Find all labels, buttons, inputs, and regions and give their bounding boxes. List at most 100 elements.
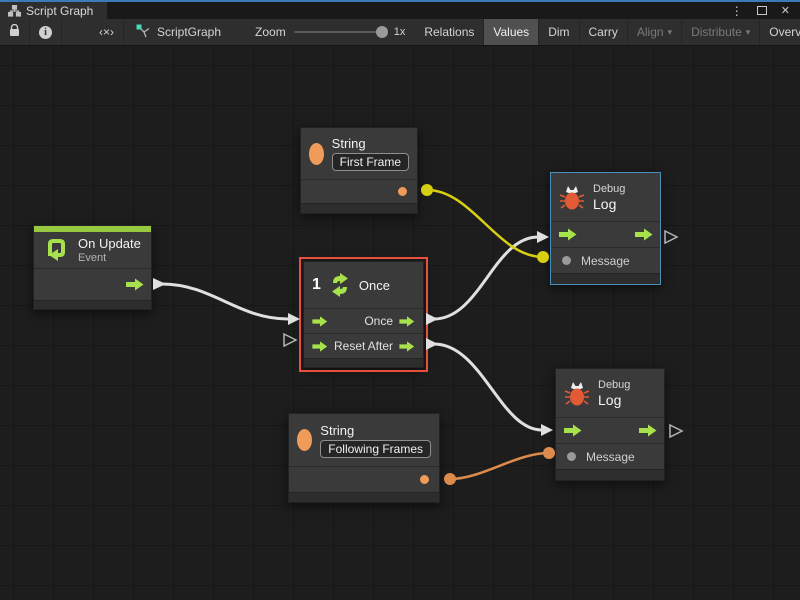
zoom-value: 1x xyxy=(394,26,406,38)
code-preview-button[interactable]: ‹×› xyxy=(90,19,124,45)
node-debug-log-bottom[interactable]: Debug Log Message xyxy=(555,368,665,481)
zoom-slider[interactable] xyxy=(294,31,386,33)
graph-name-label: ScriptGraph xyxy=(157,25,221,39)
distribute-button[interactable]: Distribute▾ xyxy=(682,19,760,45)
dim-button[interactable]: Dim xyxy=(539,19,579,45)
flow-output-port[interactable] xyxy=(126,278,144,291)
carry-button[interactable]: Carry xyxy=(580,19,628,45)
wire-once-to-debuglog-bottom[interactable] xyxy=(426,338,553,436)
node-footer xyxy=(556,469,664,480)
inspect-button[interactable]: i xyxy=(30,19,62,45)
relations-button[interactable]: Relations xyxy=(415,19,484,45)
flow-input-port[interactable] xyxy=(312,316,328,327)
overview-button[interactable]: Overview xyxy=(760,19,800,45)
node-footer xyxy=(304,358,423,367)
string-value-icon xyxy=(297,429,312,451)
values-button[interactable]: Values xyxy=(484,19,539,45)
wire-onupdate-to-once[interactable] xyxy=(153,278,300,325)
value-output-port[interactable] xyxy=(398,187,407,196)
port-row: Once xyxy=(304,308,423,333)
window-menu-icon[interactable]: ⋮ xyxy=(731,4,743,18)
zoom-control: Zoom 1x xyxy=(233,19,415,45)
once-cycle-icon xyxy=(329,273,351,297)
node-footer xyxy=(301,203,417,213)
string-value-icon xyxy=(309,143,324,165)
node-footer xyxy=(551,273,660,284)
once-count: 1 xyxy=(312,276,321,294)
message-input-port[interactable] xyxy=(567,452,576,461)
tab-bar: Script Graph ⋮ ✕ xyxy=(0,2,800,19)
graph-canvas[interactable]: On Update Event String First Frame xyxy=(0,46,800,600)
node-category: Debug xyxy=(598,379,630,391)
code-icon: ‹×› xyxy=(99,25,114,39)
graph-hierarchy-icon xyxy=(8,5,21,17)
node-header: String First Frame xyxy=(301,128,417,179)
update-loop-icon xyxy=(42,234,70,267)
maximize-icon[interactable] xyxy=(757,6,767,15)
node-footer xyxy=(34,300,151,309)
chevron-down-icon: ▾ xyxy=(668,27,673,38)
message-input-port[interactable] xyxy=(562,256,571,265)
node-string-first-frame[interactable]: String First Frame xyxy=(300,127,418,214)
node-header: Debug Log xyxy=(551,173,660,221)
port-label: Once xyxy=(364,314,393,328)
flow-input-port-reset[interactable] xyxy=(312,341,328,352)
node-title: Once xyxy=(359,278,390,293)
flow-input-port[interactable] xyxy=(559,228,577,241)
port-row: Reset After xyxy=(304,333,423,358)
graph-node-icon xyxy=(136,24,151,41)
port-row xyxy=(551,221,660,247)
string-value-input[interactable]: First Frame xyxy=(332,153,409,171)
node-string-following-frames[interactable]: String Following Frames xyxy=(288,413,440,503)
node-footer xyxy=(289,492,439,502)
tab-bar-spacer xyxy=(107,2,730,19)
node-subtitle: Event xyxy=(78,252,141,264)
string-value-input[interactable]: Following Frames xyxy=(320,440,431,458)
graph-reference[interactable]: ScriptGraph xyxy=(124,19,233,45)
unconnected-port-hint-reset xyxy=(284,334,296,346)
port-label: After xyxy=(368,339,393,353)
bug-icon xyxy=(559,184,585,211)
info-icon: i xyxy=(39,26,52,39)
port-row xyxy=(301,179,417,203)
node-header: 1 Once xyxy=(304,262,423,308)
flow-output-port-after[interactable] xyxy=(399,341,415,352)
port-row: Message xyxy=(556,443,664,469)
port-row xyxy=(289,466,439,492)
node-header: On Update Event xyxy=(34,232,151,268)
align-button[interactable]: Align▾ xyxy=(628,19,682,45)
unconnected-port-hint-debug-bottom xyxy=(670,425,682,437)
flow-output-port[interactable] xyxy=(635,228,653,241)
tab-script-graph[interactable]: Script Graph xyxy=(0,2,107,19)
port-label: Reset xyxy=(334,339,365,353)
node-debug-log-top[interactable]: Debug Log Message xyxy=(550,172,661,285)
node-title: Log xyxy=(598,392,630,408)
port-row: Message xyxy=(551,247,660,273)
flow-output-port[interactable] xyxy=(639,424,657,437)
flow-input-port[interactable] xyxy=(564,424,582,437)
close-icon[interactable]: ✕ xyxy=(781,4,790,17)
port-row xyxy=(34,268,151,300)
lock-icon xyxy=(9,24,20,40)
window-controls: ⋮ ✕ xyxy=(731,2,800,19)
node-header: String Following Frames xyxy=(289,414,439,466)
node-category: Debug xyxy=(593,183,625,195)
wire-string-first-to-message[interactable] xyxy=(421,184,549,263)
node-title: Log xyxy=(593,196,625,212)
unconnected-port-hint-debug-top xyxy=(665,231,677,243)
node-on-update[interactable]: On Update Event xyxy=(33,225,152,310)
node-once[interactable]: 1 Once Once xyxy=(303,261,424,368)
chevron-down-icon: ▾ xyxy=(746,27,751,38)
wire-string-following-to-message[interactable] xyxy=(444,447,555,485)
wire-once-to-debuglog-top[interactable] xyxy=(426,231,549,325)
port-label: Message xyxy=(581,254,630,268)
bug-icon xyxy=(564,380,590,407)
zoom-label: Zoom xyxy=(255,25,286,39)
lock-button[interactable] xyxy=(0,19,30,45)
tab-title: Script Graph xyxy=(26,4,93,18)
value-output-port[interactable] xyxy=(420,475,429,484)
flow-output-port-once[interactable] xyxy=(399,316,415,327)
node-title: String xyxy=(332,136,409,151)
zoom-slider-handle[interactable] xyxy=(376,26,388,38)
